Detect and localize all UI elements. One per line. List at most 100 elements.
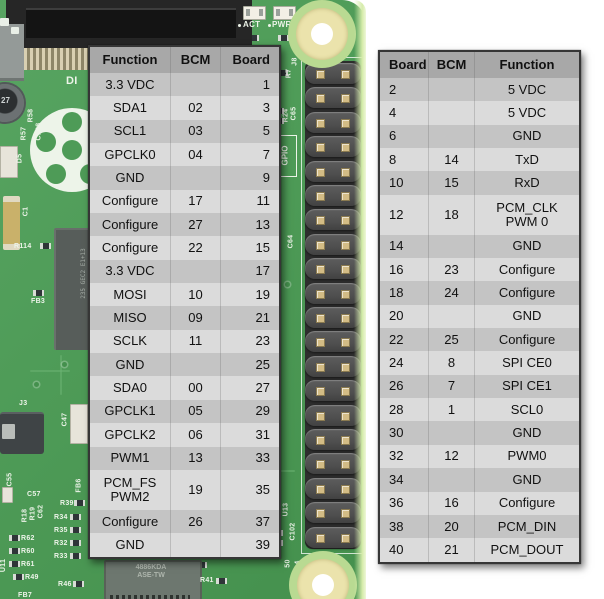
pin-cell: MOSI bbox=[113, 286, 147, 302]
pin-cell: SPI CE0 bbox=[474, 351, 579, 375]
gpio-pin-pair bbox=[305, 331, 361, 353]
gpio-pin bbox=[341, 387, 350, 397]
pin-cell: 03 bbox=[170, 119, 220, 144]
silkscreen-label: R58 bbox=[27, 108, 35, 123]
ram-chip-marking: 235 GEC2 E1+13 bbox=[79, 248, 87, 299]
pin-cell: GND bbox=[115, 170, 145, 186]
pin-cell bbox=[170, 166, 220, 190]
pin-cell: 5 bbox=[220, 119, 279, 144]
pin-cell: 20 bbox=[428, 514, 474, 539]
gpio-pin-pair bbox=[305, 453, 361, 475]
gpio-pin-pair bbox=[305, 233, 361, 255]
pin-cell: Configure bbox=[474, 281, 579, 305]
pin-cell: 11 bbox=[220, 189, 279, 214]
silkscreen-label: R7 bbox=[285, 68, 293, 79]
gpio-pin-pair bbox=[305, 258, 361, 280]
silkscreen-label: FB7 bbox=[18, 592, 33, 599]
pin-cell: 4 bbox=[389, 105, 397, 120]
pin-cell: 36 bbox=[389, 495, 404, 511]
silkscreen-label: 50 bbox=[284, 559, 292, 568]
gpio-pin-pair bbox=[305, 209, 361, 231]
silkscreen-label: C62 bbox=[37, 504, 45, 519]
gpio-pin-pair bbox=[305, 404, 361, 426]
capacitor-component bbox=[3, 196, 20, 250]
pin-cell bbox=[428, 234, 474, 259]
pin-cell: GND bbox=[474, 124, 579, 149]
pin-cell: 7 bbox=[220, 143, 279, 167]
silkscreen-dot bbox=[238, 24, 241, 27]
gpio-pin bbox=[341, 338, 350, 348]
pin-cell: 32 bbox=[389, 448, 404, 464]
pin-cell: SDA1 bbox=[113, 100, 147, 115]
pin-cell bbox=[428, 78, 474, 102]
pin-cell: Configure bbox=[474, 328, 579, 352]
pin-cell: 3 bbox=[220, 96, 279, 120]
pin-cell: 17 bbox=[170, 189, 220, 214]
gpio-pin bbox=[341, 94, 350, 104]
silkscreen-label: R34 bbox=[54, 514, 68, 521]
pin-cell: 27 bbox=[220, 376, 279, 400]
pin-cell: SCL1 bbox=[113, 123, 147, 139]
pin-cell: RxD bbox=[474, 171, 579, 195]
smd-component bbox=[9, 548, 20, 554]
pin-cell: 14 bbox=[428, 148, 474, 172]
pin-cell: 05 bbox=[170, 399, 220, 424]
act-label: ACT bbox=[243, 20, 261, 29]
solder-pad bbox=[0, 18, 9, 26]
pin-cell: 8 bbox=[389, 151, 397, 167]
pin-cell: 37 bbox=[220, 509, 279, 534]
pcb-via bbox=[34, 382, 39, 387]
pin-cell: 23 bbox=[428, 258, 474, 282]
gpio-pin bbox=[341, 289, 350, 299]
smd-component bbox=[70, 553, 81, 559]
pin-cell: 22 bbox=[170, 236, 220, 260]
pin-cell: Configure bbox=[101, 193, 159, 209]
diode-component bbox=[0, 146, 18, 178]
pin-cell: SCLK bbox=[113, 333, 147, 349]
silkscreen-label: C65 bbox=[290, 106, 298, 121]
pin-cell: 24 bbox=[428, 281, 474, 305]
gpio-pin bbox=[316, 509, 325, 519]
pin-cell: 40 bbox=[389, 541, 404, 557]
gpio-pin bbox=[341, 411, 350, 421]
pcb-trace bbox=[30, 370, 70, 372]
pin-cell: 29 bbox=[220, 399, 279, 424]
pin-cell: GND bbox=[474, 468, 579, 492]
pcb-trace bbox=[60, 355, 62, 395]
gpio-pin bbox=[341, 484, 350, 494]
silkscreen-label: R18 bbox=[21, 508, 29, 523]
pin-cell: GND bbox=[115, 536, 145, 552]
gpio-pin-pair bbox=[305, 136, 361, 158]
silkscreen-label: R114 bbox=[14, 243, 32, 250]
pin-cell: 11 bbox=[170, 329, 220, 354]
smd-component bbox=[70, 540, 81, 546]
pin-cell: 5 VDC bbox=[474, 78, 579, 102]
pin-cell: 1 bbox=[428, 398, 474, 422]
gpio-pin-pair bbox=[305, 160, 361, 182]
pin-cell: 16 bbox=[428, 491, 474, 515]
gpio-pin bbox=[341, 118, 350, 128]
pin-cell: 00 bbox=[170, 376, 220, 400]
silkscreen-label: U11 bbox=[0, 558, 8, 573]
dsi-connector-slot bbox=[26, 8, 236, 38]
pwr-label: PWR bbox=[272, 20, 292, 29]
pin-cell: TxD bbox=[474, 148, 579, 172]
reel-hole bbox=[62, 140, 82, 160]
gpio-pin bbox=[316, 289, 325, 299]
pin-cell: 26 bbox=[389, 378, 404, 394]
pin-cell: 25 bbox=[220, 353, 279, 377]
